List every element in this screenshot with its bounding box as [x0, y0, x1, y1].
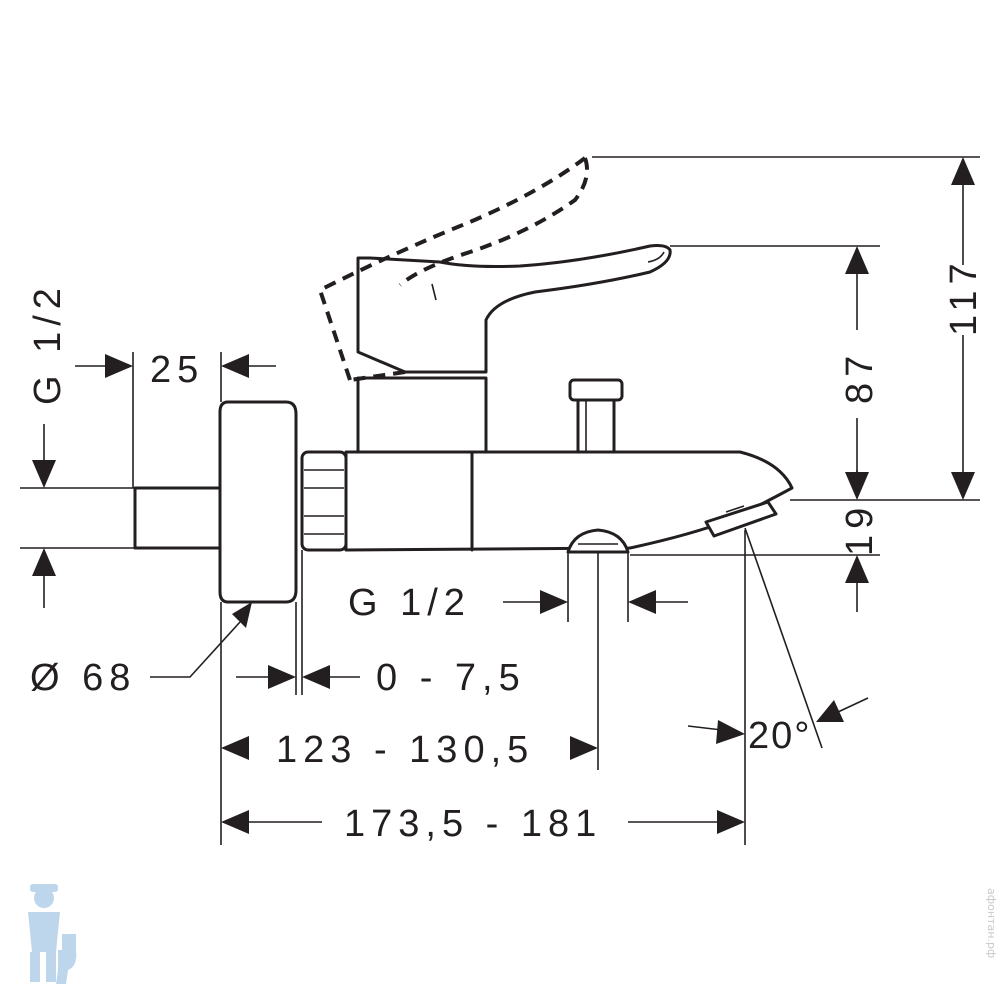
label-length-total: 173,5 - 181	[344, 803, 602, 845]
dimension-lines	[32, 157, 975, 834]
inlet-pipe	[133, 486, 223, 550]
hex-connector	[300, 450, 348, 552]
diverter-cap	[568, 378, 624, 402]
label-angle: 20°	[748, 715, 811, 757]
dimension-labels: G 1/2 25 Ø 68 0 - 7,5 G 1/2 123 - 130,5 …	[27, 257, 985, 845]
faucet-body	[344, 450, 794, 552]
diverter-stem	[576, 398, 616, 454]
label-height-19: 19	[839, 502, 881, 556]
cartridge-neck	[356, 376, 488, 454]
label-25: 25	[150, 349, 204, 391]
label-adjust-range: 0 - 7,5	[376, 657, 526, 699]
aerator	[704, 500, 778, 538]
label-height-87: 87	[839, 350, 881, 404]
label-g12-bottom: G 1/2	[348, 582, 471, 624]
watermark-site: афонтан.рф	[985, 888, 998, 958]
lever-handle	[356, 244, 672, 374]
wall-rosette	[218, 400, 298, 604]
label-length-mid: 123 - 130,5	[276, 729, 534, 771]
label-diameter: Ø 68	[30, 657, 136, 699]
bottom-outlet	[566, 528, 630, 554]
label-g12-left: G 1/2	[27, 282, 69, 405]
label-height-117: 117	[943, 257, 985, 336]
lever-open-position	[317, 156, 587, 381]
faucet-drawing	[133, 156, 794, 604]
mascot-logo	[28, 884, 77, 984]
